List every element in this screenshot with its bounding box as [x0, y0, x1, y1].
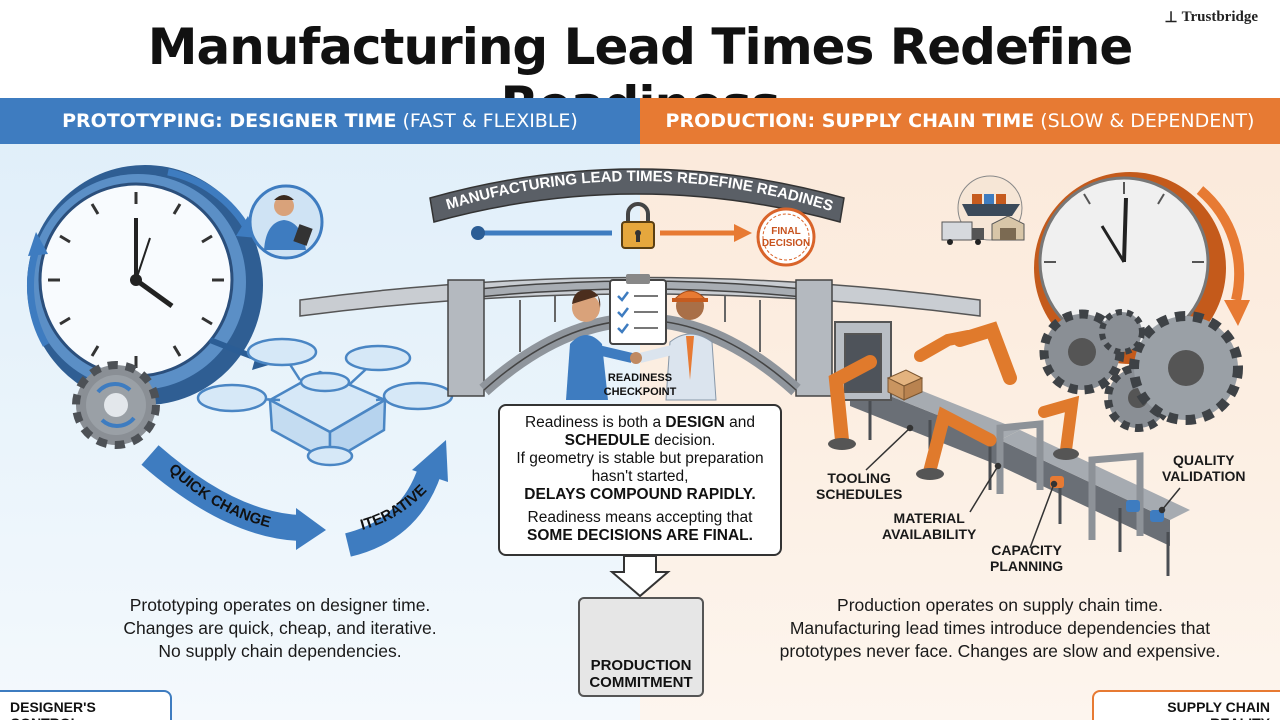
production-commitment: PRODUCTION COMMITMENT [578, 597, 704, 697]
supply-chain-reality-tag: SUPPLY CHAIN REALITY [1092, 690, 1280, 720]
commitment-line-2: COMMITMENT [589, 674, 693, 691]
supply-clock-icon [1034, 172, 1250, 364]
commitment-line-1: PRODUCTION [590, 657, 692, 674]
designers-control-tag: DESIGNER'S CONTROL [0, 690, 172, 720]
validation-gate [996, 420, 1144, 540]
clock-icon [26, 165, 263, 405]
designer-person [566, 289, 634, 400]
prototyping-header: PROTOTYPING: DESIGNER TIME (FAST & FLEXI… [0, 98, 640, 144]
prototyping-header-main: PROTOTYPING: DESIGNER TIME [62, 110, 397, 132]
gears-icon [1039, 309, 1243, 432]
robot-arms [828, 321, 1080, 477]
brand-icon: ⊥ [1164, 10, 1178, 26]
final-decision-stamp: FINAL DECISION [756, 207, 816, 267]
logistics-icon [941, 175, 1025, 245]
checkpoint-label-2: CHECKPOINT [604, 386, 677, 398]
engineer-person [630, 290, 717, 401]
designer-avatar [248, 184, 324, 260]
checkpoint-label-1: READINESS [608, 372, 672, 384]
brand-logo: ⊥ Trustbridge [1165, 8, 1258, 27]
bridge [299, 276, 981, 397]
checklist-icon [609, 274, 667, 345]
production-header: PRODUCTION: SUPPLY CHAIN TIME (SLOW & DE… [640, 98, 1280, 144]
prototyping-header-sub: (FAST & FLEXIBLE) [402, 110, 578, 132]
gear-icon [72, 361, 160, 449]
production-header-sub: (SLOW & DEPENDENT) [1040, 110, 1255, 132]
decision-stamp-word: DECISION [762, 238, 810, 249]
production-description: Production operates on supply chain time… [779, 595, 1221, 661]
timeline-lock-icon [621, 202, 655, 249]
production-header-main: PRODUCTION: SUPPLY CHAIN TIME [665, 110, 1035, 132]
prototyping-description: Prototyping operates on designer time.Ch… [123, 595, 437, 661]
drone-icon [196, 337, 454, 467]
brand-name: Trustbridge [1181, 9, 1258, 25]
final-stamp-word: FINAL [771, 226, 800, 237]
product-box [886, 369, 924, 401]
